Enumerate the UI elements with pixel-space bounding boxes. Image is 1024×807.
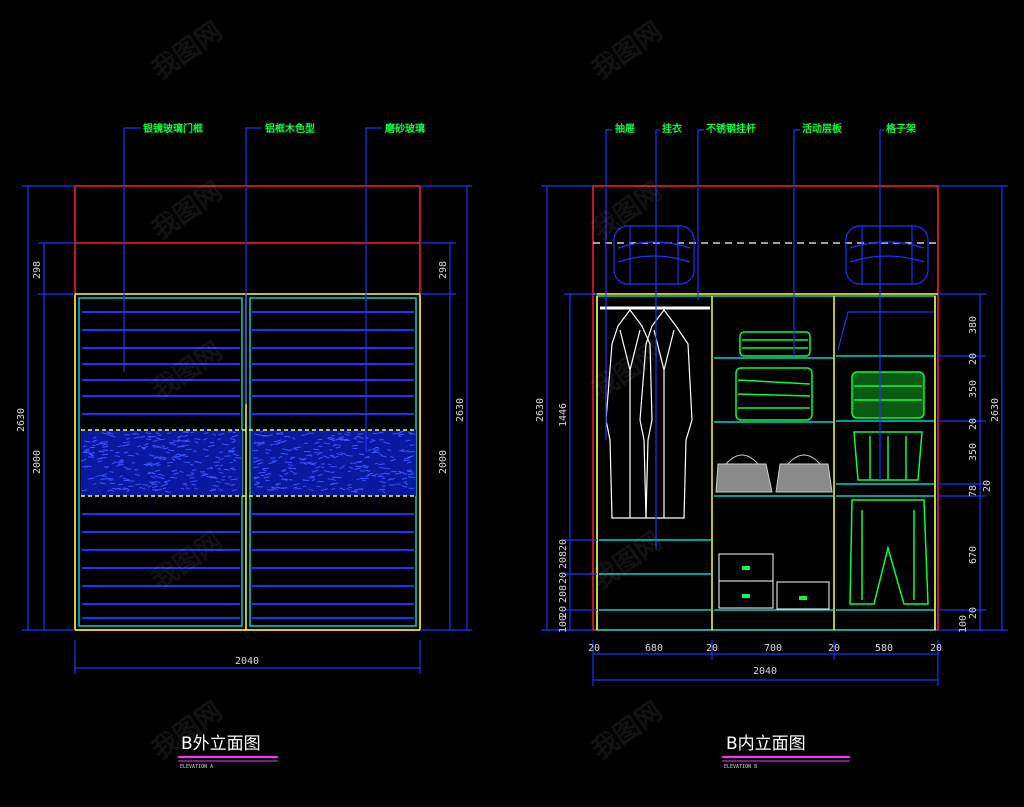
dim-width-2: 680 xyxy=(645,643,663,654)
dim-overall-height: 2630 xyxy=(535,398,546,422)
dim-overall-height-right: 2630 xyxy=(455,398,466,422)
drawing-subtitle: ELEVATION B xyxy=(724,764,757,770)
storage-box-left xyxy=(613,225,695,285)
dim-door-height-right: 2000 xyxy=(438,450,449,474)
dim-width-5: 20 xyxy=(828,643,840,654)
hanging-coat-icon xyxy=(605,309,693,519)
dim-width-6: 580 xyxy=(875,643,893,654)
storage-box-right xyxy=(845,225,929,285)
exterior-elevation: 银镜玻璃门框 铝框木色型 磨砂玻璃 2630 298 2000 298 2000… xyxy=(16,122,472,770)
callout-label: 活动层板 xyxy=(802,122,843,135)
dim-right-2: 20 xyxy=(968,353,979,365)
dim-right-10: 100 xyxy=(958,615,969,633)
dim-width-3: 20 xyxy=(706,643,718,654)
dim-right-9: 20 xyxy=(968,607,979,619)
dim-right-4: 20 xyxy=(968,418,979,430)
drawing-title: B内立面图 xyxy=(726,734,806,754)
dim-width-1: 20 xyxy=(588,643,600,654)
dim-drawer-5: 20 xyxy=(558,606,569,618)
callout-label: 铝框木色型 xyxy=(265,122,315,135)
dim-door-height: 2000 xyxy=(32,450,43,474)
dim-overall-height: 2630 xyxy=(16,408,27,432)
interior-elevation: 抽屉 挂衣 不锈钢挂杆 活动层板 格子架 xyxy=(535,122,1008,770)
dim-right-8: 670 xyxy=(968,546,979,564)
dim-right-3: 350 xyxy=(968,380,979,398)
dim-top-height: 298 xyxy=(32,261,43,279)
dim-right-overall: 2630 xyxy=(990,398,1001,422)
dim-right-1: 380 xyxy=(968,316,979,334)
drawing-title: B外立面图 xyxy=(181,734,261,754)
callout-label: 银镜玻璃门框 xyxy=(143,122,203,135)
dim-right-7: 20 xyxy=(982,480,993,492)
dim-overall-width: 2040 xyxy=(235,656,259,667)
dim-drawer-3: 20 xyxy=(558,572,569,584)
dim-drawer-2: 208 xyxy=(558,551,569,569)
callout-label: 磨砂玻璃 xyxy=(384,122,425,135)
dim-drawer-6: 100 xyxy=(558,615,569,633)
door-frame xyxy=(74,293,421,631)
dim-top-height-right: 298 xyxy=(438,261,449,279)
dim-right-6: 78 xyxy=(968,485,979,497)
drawing-subtitle: ELEVATION A xyxy=(180,764,213,770)
dim-hanging-height: 1446 xyxy=(558,403,569,427)
folded-clothes-icon xyxy=(735,331,925,481)
frosted-glass-band xyxy=(80,429,416,497)
dim-width-7: 20 xyxy=(930,643,942,654)
handbag-icon xyxy=(715,454,833,493)
dim-width-4: 700 xyxy=(764,643,782,654)
callout-label: 不锈钢挂杆 xyxy=(706,122,756,135)
dim-right-5: 350 xyxy=(968,443,979,461)
dim-overall-width: 2040 xyxy=(753,666,777,677)
dim-drawer-4: 208 xyxy=(558,585,569,603)
dim-drawer-1: 20 xyxy=(558,539,569,551)
callout-label: 挂衣 xyxy=(662,122,682,135)
callout-label: 格子架 xyxy=(886,122,916,135)
drawer-icon xyxy=(718,553,830,610)
hanging-trousers-icon xyxy=(849,499,929,605)
callout-label: 抽屉 xyxy=(615,122,635,135)
